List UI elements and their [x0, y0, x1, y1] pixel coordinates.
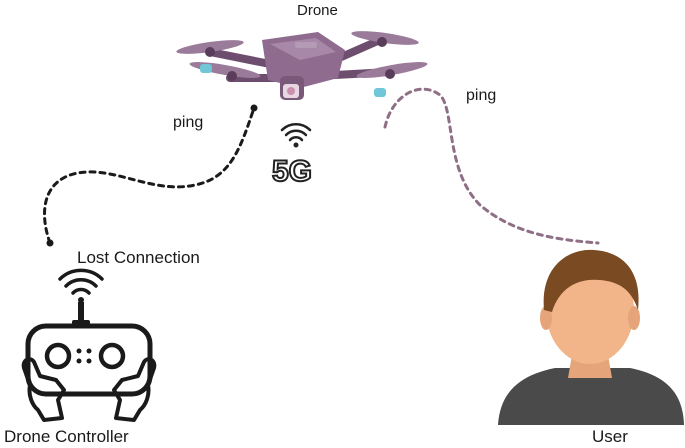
lost-connection-label: Lost Connection [77, 248, 200, 267]
link-endpoint-drone [250, 104, 258, 112]
wifi-signal-icon [58, 268, 104, 303]
ping-label-user-link: ping [466, 87, 497, 104]
remote-controller-icon [21, 302, 157, 422]
user-label: User [592, 427, 628, 446]
5g-signal-icon: 5G [271, 123, 313, 189]
link-controller-drone [43, 106, 256, 245]
drone-label: Drone [297, 2, 338, 19]
drone-icon [176, 31, 428, 100]
user-avatar-icon [498, 249, 684, 425]
link-user-drone [383, 87, 600, 245]
network-label: 5G [272, 155, 312, 188]
link-endpoint-controller [46, 239, 54, 247]
drone-controller-label: Drone Controller [4, 427, 129, 446]
ping-label-controller-link: ping [173, 114, 204, 131]
